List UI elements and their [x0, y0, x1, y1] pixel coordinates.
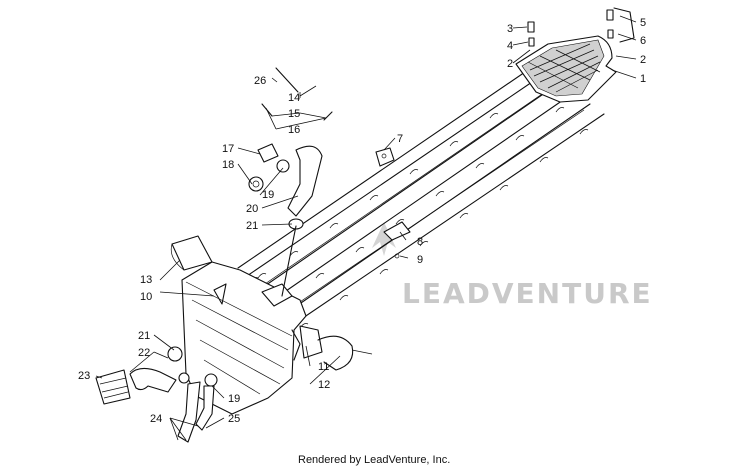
callout-19-bottom: 19 — [228, 393, 240, 405]
filler-assembly — [248, 67, 333, 297]
callout-8: 8 — [417, 236, 423, 248]
front-cooler — [181, 261, 307, 415]
callout-4: 4 — [507, 40, 513, 52]
callout-7: 7 — [397, 133, 403, 145]
credit-text: Rendered by LeadVenture, Inc. — [298, 454, 450, 466]
callout-18: 18 — [222, 159, 234, 171]
callout-6: 6 — [640, 35, 646, 47]
side-bracket — [299, 325, 373, 371]
callout-1: 1 — [640, 73, 646, 85]
callout-24: 24 — [150, 413, 162, 425]
callout-9: 9 — [417, 254, 423, 266]
rear-grille — [515, 35, 617, 103]
callout-26: 26 — [254, 75, 266, 87]
callout-11: 11 — [318, 361, 329, 373]
callout-labels: 3 4 2 5 6 2 1 7 8 9 13 10 11 12 26 14 15… — [78, 17, 646, 425]
callout-12: 12 — [318, 379, 330, 391]
callout-14: 14 — [288, 92, 300, 104]
leader-lines — [95, 15, 637, 441]
callout-15: 15 — [288, 108, 300, 120]
callout-17: 17 — [222, 143, 234, 155]
callout-10: 10 — [140, 291, 152, 303]
lower-hoses — [95, 346, 218, 443]
callout-5: 5 — [640, 17, 646, 29]
callout-2-left: 2 — [507, 58, 513, 70]
callout-21-bottom: 21 — [138, 330, 150, 342]
watermark-text: LEADVENTURE — [402, 277, 653, 310]
callout-19-top: 19 — [262, 189, 274, 201]
callout-21-top: 21 — [246, 220, 258, 232]
callout-16: 16 — [288, 124, 300, 136]
callout-22: 22 — [138, 347, 150, 359]
callout-3: 3 — [507, 23, 513, 35]
callout-23: 23 — [78, 370, 90, 382]
top-hardware — [527, 7, 635, 47]
callout-13: 13 — [140, 274, 152, 286]
tunnel-cooler — [237, 69, 605, 329]
watermark: LEADVENTURE — [372, 222, 653, 310]
sleeve — [170, 235, 213, 271]
callout-20: 20 — [246, 203, 258, 215]
brackets — [375, 147, 411, 259]
callout-25: 25 — [228, 413, 240, 425]
callout-2-right: 2 — [640, 54, 646, 66]
